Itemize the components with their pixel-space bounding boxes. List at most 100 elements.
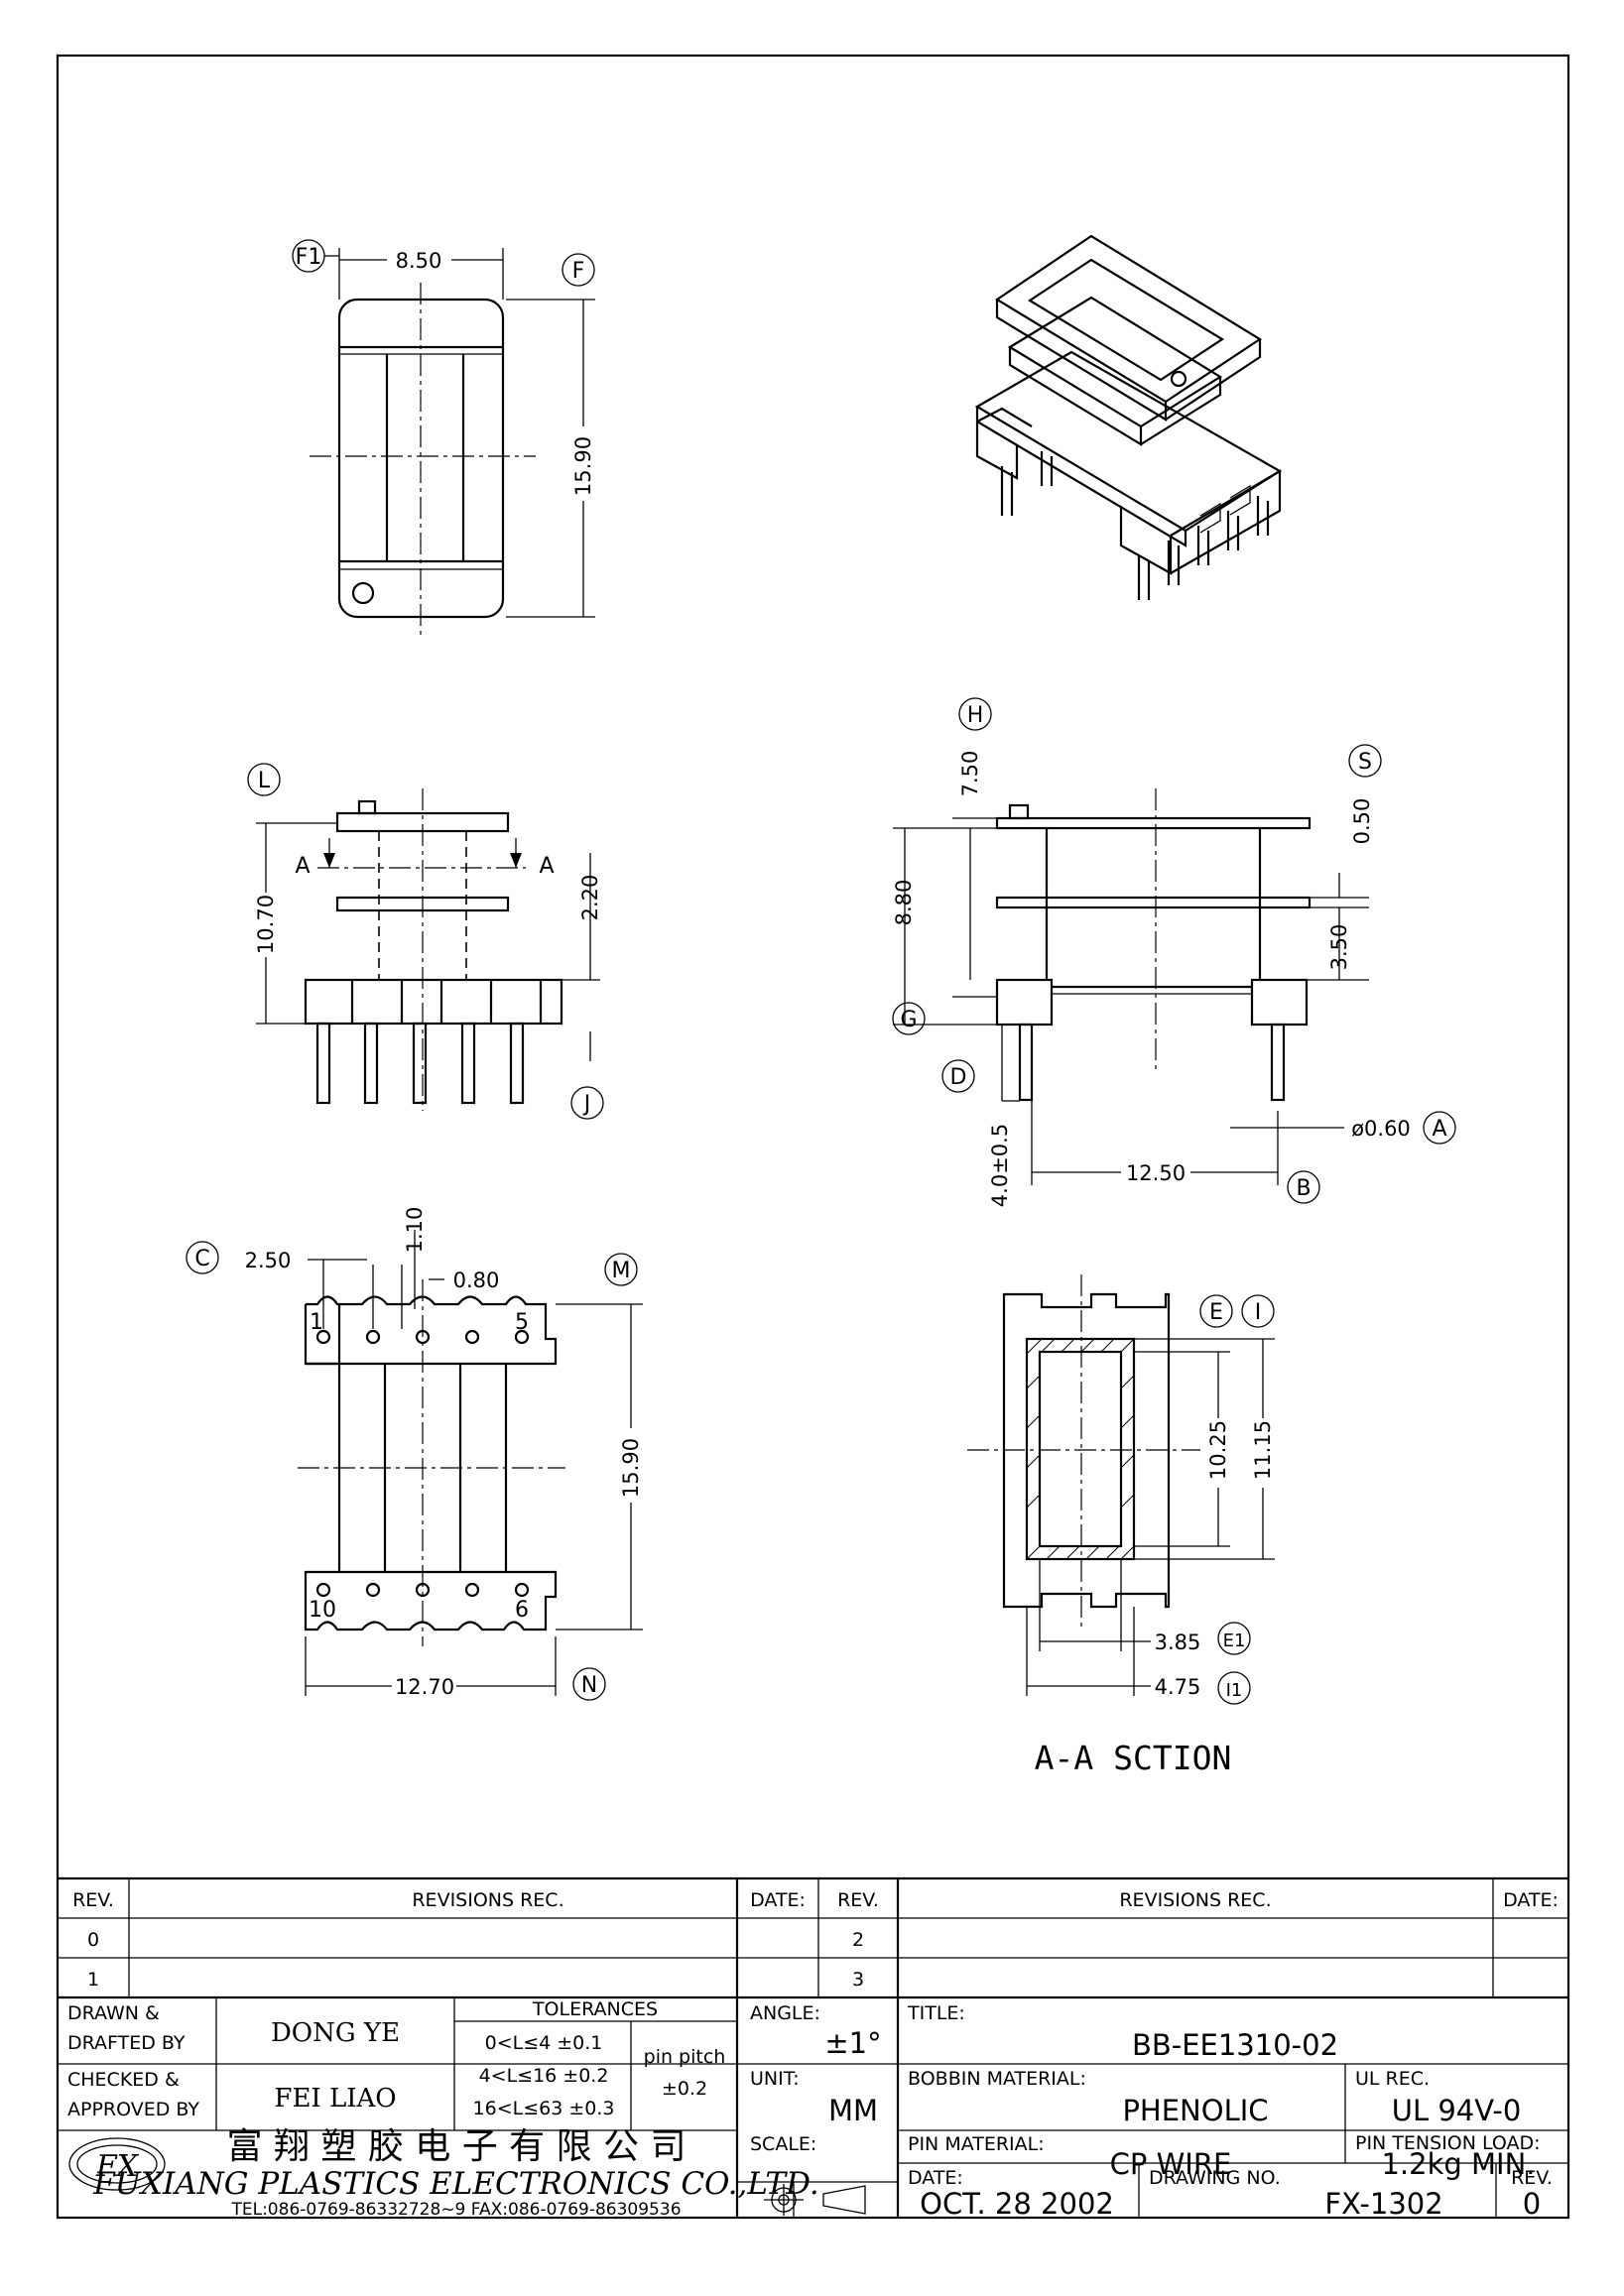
rev-row-2: 2 bbox=[852, 1929, 864, 1951]
marker-f: F bbox=[572, 259, 585, 284]
top-width-dim: 8.50 bbox=[396, 249, 442, 273]
side-gap-dim: 3.50 bbox=[1327, 924, 1351, 971]
marker-l: L bbox=[258, 769, 271, 793]
pin-tension-label: PIN TENSION LOAD: bbox=[1355, 2132, 1541, 2154]
rev-label: REV. bbox=[1511, 2167, 1553, 2189]
marker-i: I bbox=[1255, 1300, 1262, 1325]
front-flange-dim: 2.20 bbox=[578, 875, 602, 921]
bottom-pitch-dim: 2.50 bbox=[245, 1249, 292, 1272]
pin-material: CP WIRE bbox=[1110, 2147, 1232, 2181]
bottom-view: 1 5 10 6 2.50 1.10 0.80 15.90 12.70 C M … bbox=[186, 1207, 643, 1701]
angle-label: ANGLE: bbox=[750, 2002, 820, 2024]
scale-label: SCALE: bbox=[750, 2133, 816, 2155]
rev-header-right: REV. bbox=[837, 1889, 879, 1911]
unit-value: MM bbox=[828, 2094, 878, 2127]
date-header-left: DATE: bbox=[750, 1889, 806, 1911]
angle-value: ±1° bbox=[824, 2026, 881, 2060]
bobbin-material-label: BOBBIN MATERIAL: bbox=[908, 2068, 1086, 2090]
marker-a: A bbox=[1432, 1117, 1446, 1142]
title-value: BB-EE1310-02 bbox=[1132, 2028, 1338, 2062]
bottom-hole-dim: 0.80 bbox=[453, 1269, 500, 1292]
pin-pitch-tol: ±0.2 bbox=[662, 2078, 707, 2100]
side-pin-span-dim: 12.50 bbox=[1126, 1161, 1186, 1185]
marker-c: C bbox=[194, 1247, 209, 1271]
rev-row-1: 1 bbox=[87, 1969, 99, 1991]
drawn-label-2: DRAFTED BY bbox=[67, 2032, 186, 2054]
ul-label: UL REC. bbox=[1355, 2068, 1430, 2090]
marker-b: B bbox=[1296, 1176, 1311, 1201]
date-header-right: DATE: bbox=[1503, 1889, 1559, 1911]
marker-s: S bbox=[1358, 750, 1372, 775]
drawn-by: DONG YE bbox=[271, 2018, 400, 2048]
pin-10-label: 10 bbox=[309, 1598, 336, 1623]
section-outer-w-dim: 4.75 bbox=[1155, 1675, 1201, 1699]
projection-symbol bbox=[764, 2184, 866, 2216]
marker-j: J bbox=[582, 1092, 591, 1117]
marker-e: E bbox=[1209, 1300, 1223, 1325]
section-inner-dim: 10.25 bbox=[1206, 1420, 1230, 1480]
bottom-offset-dim: 1.10 bbox=[403, 1207, 427, 1254]
section-outer-dim: 11.15 bbox=[1251, 1420, 1275, 1480]
section-arrow-left: A bbox=[295, 854, 310, 879]
checked-label-1: CHECKED & bbox=[67, 2069, 180, 2091]
ul-value: UL 94V-0 bbox=[1392, 2094, 1522, 2127]
marker-g: G bbox=[900, 1008, 917, 1032]
section-arrow-right: A bbox=[539, 854, 554, 879]
marker-m: M bbox=[612, 1259, 631, 1283]
pin-6-label: 6 bbox=[515, 1598, 529, 1623]
unit-label: UNIT: bbox=[750, 2068, 800, 2090]
pin-5-label: 5 bbox=[515, 1310, 529, 1335]
bottom-width-dim: 12.70 bbox=[395, 1675, 454, 1699]
company-logo: FX bbox=[68, 2137, 166, 2191]
pin-pitch-label: pin pitch bbox=[644, 2046, 726, 2068]
pin-tension: 1.2kg MIN. bbox=[1381, 2147, 1535, 2181]
top-height-dim: 15.90 bbox=[571, 436, 595, 496]
date-label: DATE: bbox=[908, 2167, 963, 2189]
section-title: A-A SCTION bbox=[1035, 1739, 1232, 1777]
drawing-no-label: DRAWING NO. bbox=[1149, 2167, 1281, 2189]
date-value: OCT. 28 2002 bbox=[920, 2187, 1114, 2221]
marker-h: H bbox=[967, 703, 984, 728]
front-view: A A 10.70 2.20 L J bbox=[247, 763, 604, 1120]
pin-material-label: PIN MATERIAL: bbox=[908, 2133, 1045, 2155]
isometric-view bbox=[974, 234, 1283, 600]
side-flange-thk-dim: 0.50 bbox=[1350, 798, 1374, 845]
checked-label-2: APPROVED BY bbox=[67, 2099, 199, 2120]
bobbin-material: PHENOLIC bbox=[1122, 2094, 1268, 2127]
front-height-dim: 10.70 bbox=[254, 895, 278, 954]
title-block: REV. REVISIONS REC. DATE: REV. REVISIONS… bbox=[58, 1876, 1568, 2221]
company-contact: TEL:086-0769-86332728~9 FAX:086-0769-863… bbox=[230, 2200, 681, 2220]
logo-text: FX bbox=[95, 2149, 140, 2184]
bottom-length-dim: 15.90 bbox=[619, 1438, 643, 1498]
drawing-no: FX-1302 bbox=[1324, 2187, 1442, 2221]
revisions-header-right: REVISIONS REC. bbox=[1119, 1889, 1271, 1911]
side-pin-dia-dim: ø0.60 bbox=[1351, 1117, 1411, 1141]
checked-by: FEI LIAO bbox=[274, 2084, 396, 2114]
side-h75-dim: 7.50 bbox=[958, 751, 982, 797]
rev-row-3: 3 bbox=[852, 1969, 864, 1991]
revisions-header-left: REVISIONS REC. bbox=[412, 1889, 563, 1911]
marker-i1: I1 bbox=[1226, 1680, 1243, 1701]
pin-1-label: 1 bbox=[310, 1310, 323, 1335]
tolerance-2: 4<L≤16 ±0.2 bbox=[479, 2065, 609, 2087]
rev-header-left: REV. bbox=[72, 1889, 114, 1911]
side-view: 7.50 8.80 0.50 3.50 4.0±0.5 12.50 ø0.60 … bbox=[892, 697, 1456, 1207]
marker-f1: F1 bbox=[296, 245, 322, 270]
tolerance-3: 16<L≤63 ±0.3 bbox=[473, 2098, 615, 2119]
tolerances-header: TOLERANCES bbox=[532, 1998, 658, 2020]
rev-row-0: 0 bbox=[87, 1929, 99, 1951]
sheet-border bbox=[56, 54, 1570, 2220]
title-label: TITLE: bbox=[907, 2002, 965, 2024]
marker-n: N bbox=[581, 1673, 597, 1698]
rev-value: 0 bbox=[1523, 2187, 1541, 2221]
tolerance-1: 0<L≤4 ±0.1 bbox=[485, 2032, 603, 2054]
side-pin-len-dim: 4.0±0.5 bbox=[988, 1124, 1012, 1207]
section-inner-w-dim: 3.85 bbox=[1155, 1631, 1201, 1654]
company-name-en: FUXIANG PLASTICS ELECTRONICS CO.,LTD. bbox=[92, 2166, 818, 2202]
side-h88-dim: 8.80 bbox=[892, 880, 916, 926]
company-name-cn: 富 翔 塑 胶 电 子 有 限 公 司 bbox=[227, 2126, 687, 2167]
top-view: 8.50 15.90 F1 F bbox=[292, 239, 595, 635]
section-view: 10.25 11.15 3.85 4.75 E I E1 I1 A-A SCTI… bbox=[967, 1274, 1275, 1777]
marker-d: D bbox=[950, 1065, 967, 1090]
